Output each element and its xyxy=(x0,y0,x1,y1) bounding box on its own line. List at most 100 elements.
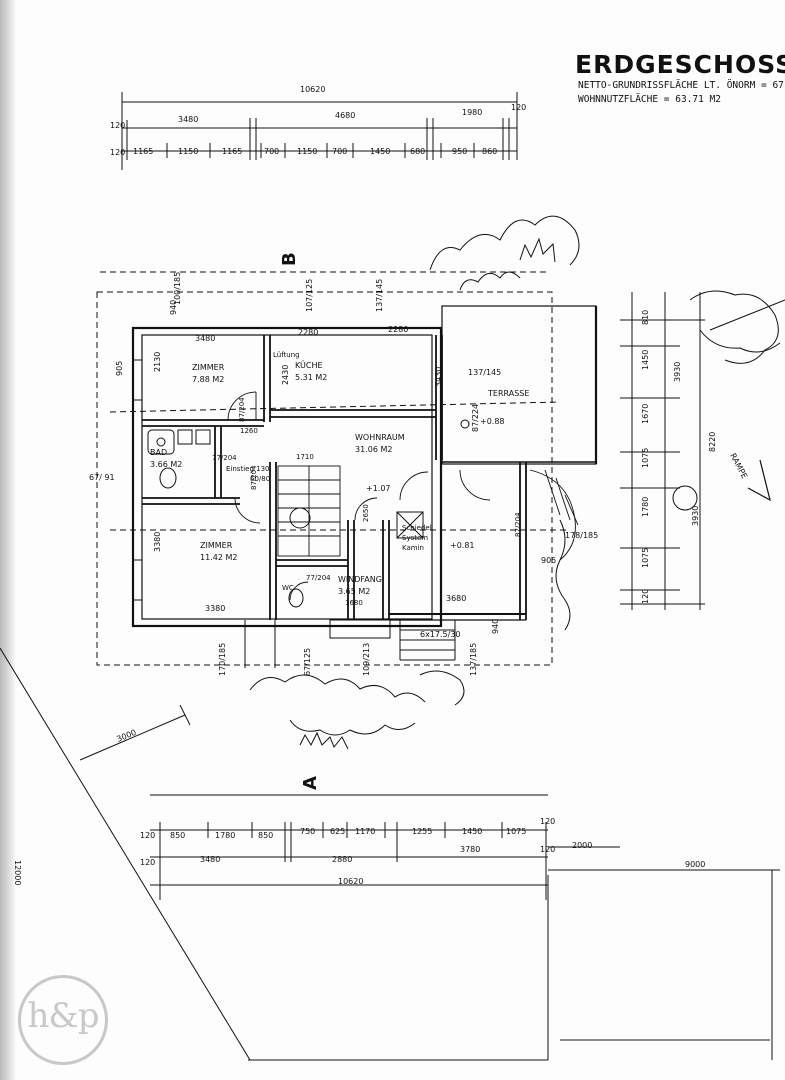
room-kueche-name: KÜCHE xyxy=(295,360,323,370)
label-w1: 100/185 xyxy=(173,272,182,305)
top-dim-4680: 4680 xyxy=(335,111,355,120)
label-h4: 1710 xyxy=(296,453,314,461)
label-z3: 3680 xyxy=(446,594,466,603)
right-dim-3930b: 3930 xyxy=(691,506,700,526)
right-dim-120: 120 xyxy=(641,589,650,604)
label-z1: 3480 xyxy=(195,334,215,343)
room-zimmer1-name: ZIMMER xyxy=(192,363,225,372)
label-905b: 905 xyxy=(541,556,556,565)
room-wohn-name: WOHNRAUM xyxy=(355,433,405,442)
label-905a: 905 xyxy=(115,361,124,376)
label-rampe: RAMPE xyxy=(728,452,749,481)
vegetation xyxy=(249,215,781,750)
label-940-top: 940 xyxy=(169,300,178,315)
top-dim-950: 950 xyxy=(452,147,467,156)
top-dim-3480: 3480 xyxy=(178,115,198,124)
label-b2: 67/125 xyxy=(303,648,312,676)
roof-outline xyxy=(96,291,553,666)
label-d2: 77/204 xyxy=(212,454,237,462)
bottom-dim-750: 750 xyxy=(300,827,315,836)
label-h3: 2430 xyxy=(281,365,290,385)
bottom-dim-1170: 1170 xyxy=(355,827,375,836)
label-z2: 3380 xyxy=(205,604,225,613)
room-zimmer2-name: ZIMMER xyxy=(200,541,233,550)
label-b5: 6x17.5/30 xyxy=(420,630,461,639)
top-dim-total: 10620 xyxy=(300,85,325,94)
interior-walls xyxy=(142,335,443,620)
room-wohn-area: 31.06 M2 xyxy=(355,445,392,454)
scan-edge-shadow xyxy=(0,0,16,1080)
kamin-line3: Kamin xyxy=(402,544,424,552)
top-dim-1450: 1450 xyxy=(370,147,390,156)
room-windfang-name: WINDFANG xyxy=(338,575,382,584)
terrace xyxy=(441,305,597,465)
top-dim-1150a: 1150 xyxy=(178,147,198,156)
level-081: +0.81 xyxy=(450,541,475,550)
right-dim-1075a: 1075 xyxy=(641,448,650,468)
bottom-dim-9000: 9000 xyxy=(685,860,705,869)
bottom-dim-total: 10620 xyxy=(338,877,363,886)
logo-text: h&p xyxy=(27,996,100,1036)
section-marker-b: B xyxy=(279,252,300,266)
living-area: WOHNNUTZFLÄCHE = 63.71 M2 xyxy=(578,94,721,105)
kamin-line1: Schiedel xyxy=(402,524,432,532)
label-b4: 137/185 xyxy=(469,643,478,676)
label-t1: 137/145 xyxy=(468,368,501,377)
top-dim-700b: 700 xyxy=(332,147,347,156)
toilet-icon xyxy=(159,467,177,489)
bottom-dim-edge-2: 120 xyxy=(540,817,555,826)
wc-toilet-icon xyxy=(288,588,304,608)
label-k2: 2280 xyxy=(388,325,408,334)
brand-logo: h&p xyxy=(18,975,108,1065)
label-s178: 178/185 xyxy=(565,531,598,540)
label-t2: 87/224 xyxy=(471,404,480,432)
bottom-dim-625: 625 xyxy=(330,827,345,836)
label-k1: 2280 xyxy=(298,328,318,337)
bottom-dim-1075: 1075 xyxy=(506,827,526,836)
room-bad-area: 3.66 M2 xyxy=(150,460,182,469)
bathtub-icon xyxy=(147,429,175,455)
label-b8: 940 xyxy=(491,619,500,634)
level-107: +1.07 xyxy=(366,484,391,493)
right-dim-810: 810 xyxy=(641,310,650,325)
label-b6: 1680 xyxy=(345,599,363,607)
section-line-b xyxy=(109,401,561,413)
label-d3: 87/204 xyxy=(250,465,258,490)
top-dim-700a: 700 xyxy=(264,147,279,156)
bottom-dim-1780: 1780 xyxy=(215,831,235,840)
label-einstieg: Einstieg 130 xyxy=(226,465,269,473)
room-lueftung: Lüftung xyxy=(273,351,300,359)
room-terrasse: TERRASSE xyxy=(487,389,529,398)
label-h6: 1260 xyxy=(240,427,258,435)
label-b7: 2650 xyxy=(362,504,370,522)
room-windfang-area: 3.65 M2 xyxy=(338,587,370,596)
top-dim-860: 860 xyxy=(482,147,497,156)
bottom-dim-1255: 1255 xyxy=(412,827,432,836)
label-6791: 67/ 91 xyxy=(89,473,115,482)
exterior-walls xyxy=(131,326,443,628)
label-d4: 77/204 xyxy=(306,574,331,582)
label-w3: 137/145 xyxy=(375,279,384,312)
right-dim-1075b: 1075 xyxy=(641,548,650,568)
room-bad-name: BAD xyxy=(150,448,167,457)
top-dim-row3-left: 120 xyxy=(110,148,125,157)
label-side12000: 12000 xyxy=(13,860,22,885)
top-dim-1165a: 1165 xyxy=(133,147,153,156)
bottom-dim-3780: 3780 xyxy=(460,845,480,854)
label-b3: 109/213 xyxy=(362,643,371,676)
right-dim-1450: 1450 xyxy=(641,350,650,370)
bottom-dim-850a: 850 xyxy=(170,831,185,840)
bottom-dim-edge-4: 120 xyxy=(540,845,555,854)
label-d1: 87/204 xyxy=(238,397,246,422)
bottom-dim-1450: 1450 xyxy=(462,827,482,836)
bottom-dim-850b: 850 xyxy=(258,831,273,840)
top-dim-1165b: 1165 xyxy=(222,147,242,156)
bottom-dim-2000: 2000 xyxy=(572,841,592,850)
room-kueche-area: 5.31 M2 xyxy=(295,373,327,382)
kamin-line2: System xyxy=(402,534,428,542)
label-h2: 3380 xyxy=(153,532,162,552)
chimney-icon xyxy=(396,511,424,539)
top-dim-680: 680 xyxy=(410,147,425,156)
